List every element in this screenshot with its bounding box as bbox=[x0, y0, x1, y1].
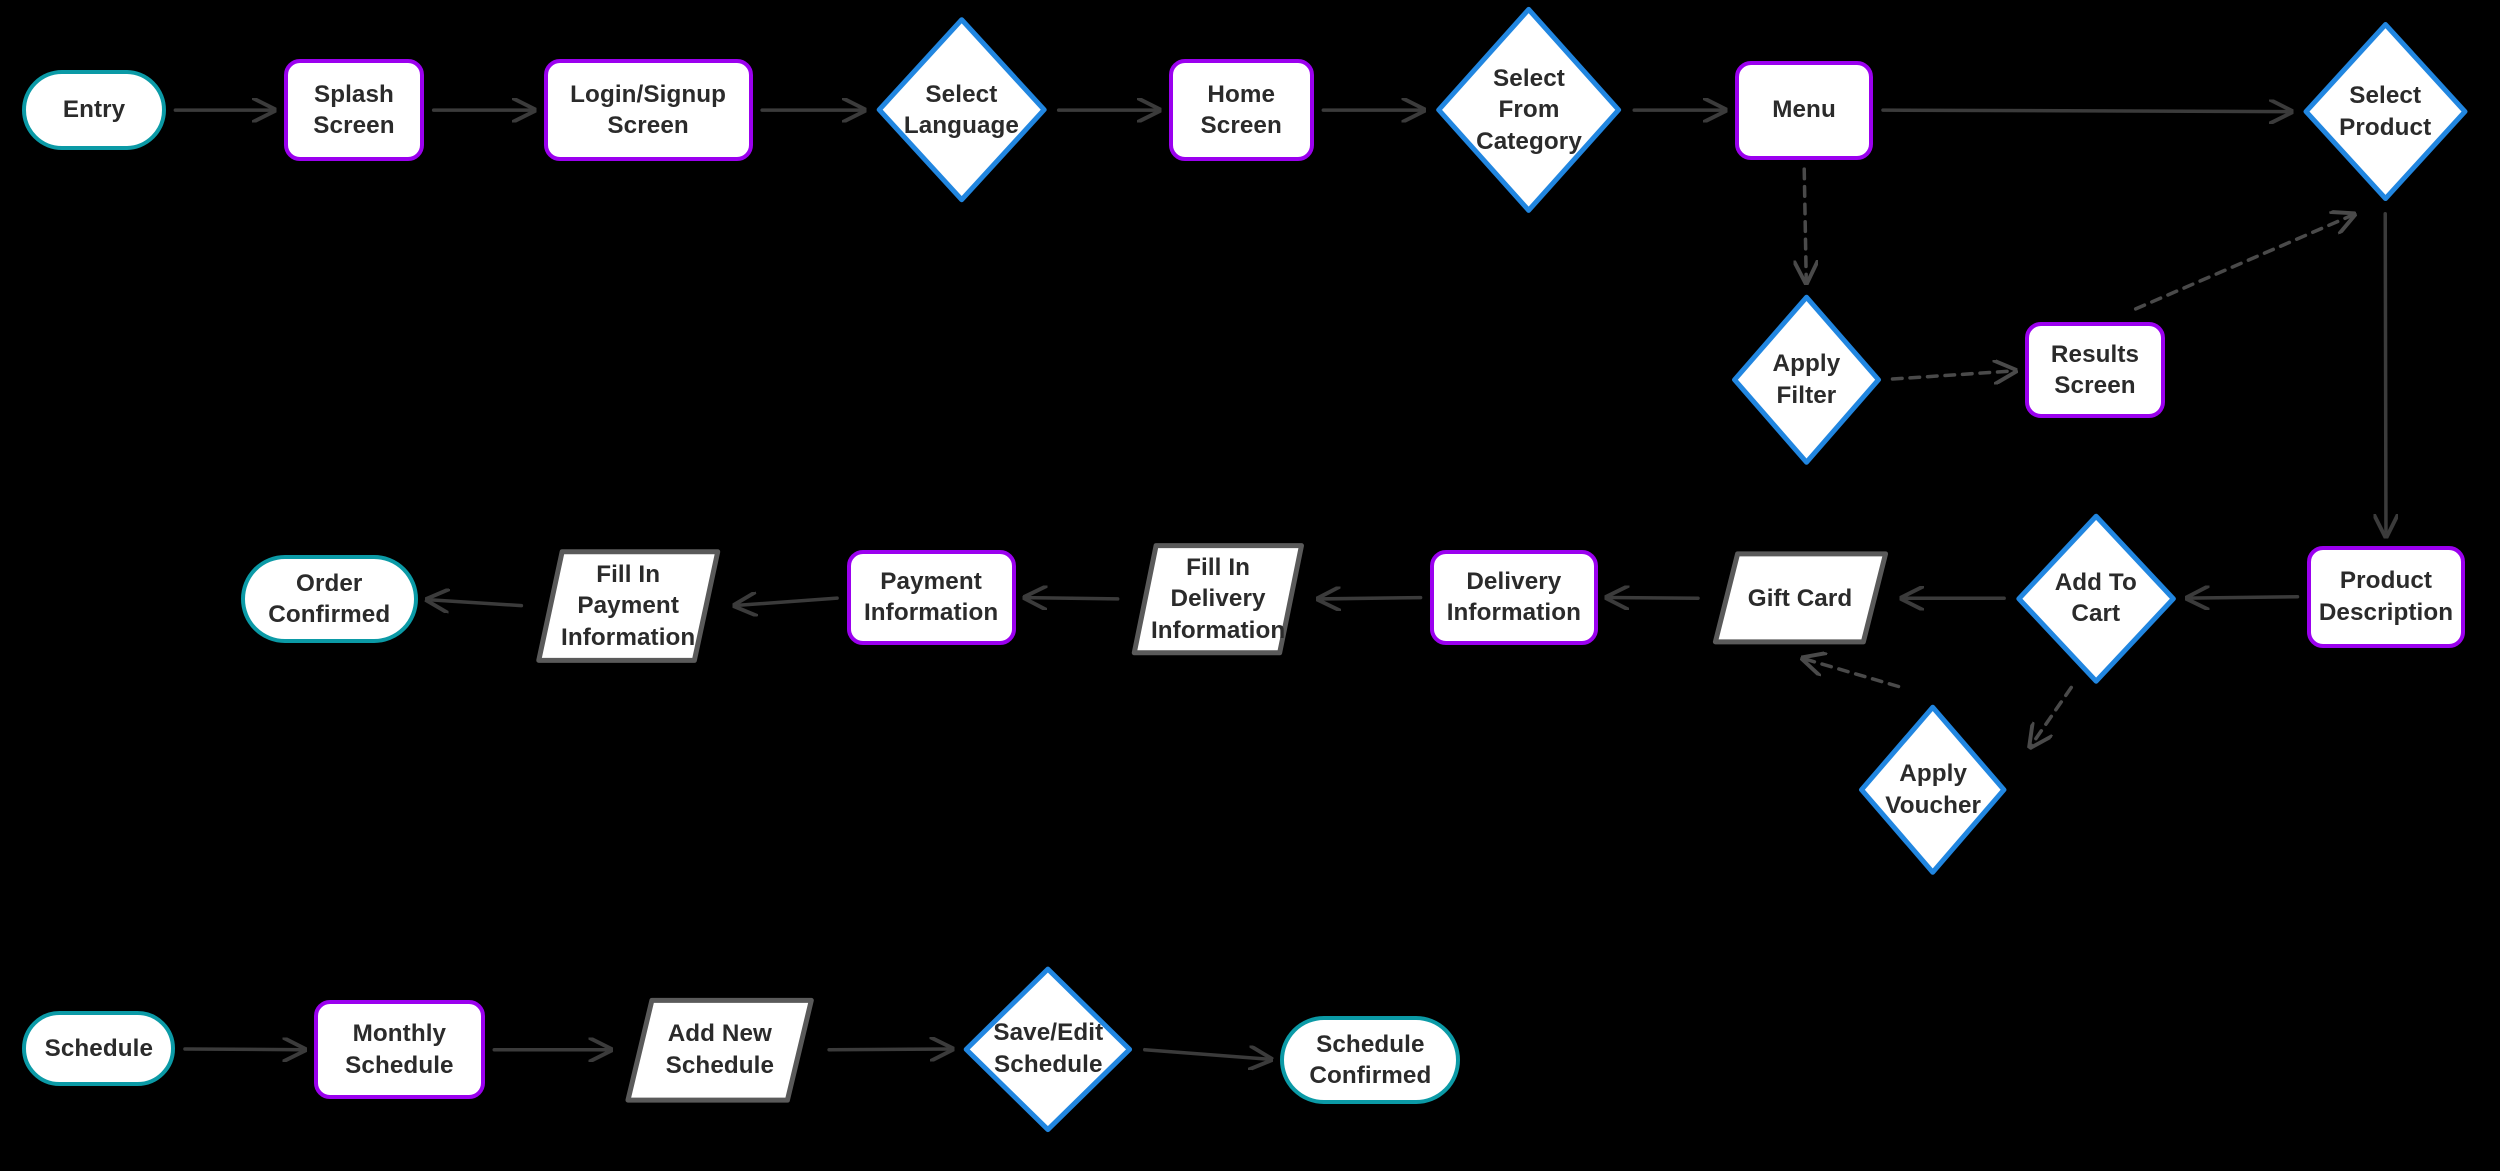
node-label-results-screen: Results Screen bbox=[2050, 340, 2140, 400]
edge-e-applyfilter-results bbox=[1890, 371, 2016, 379]
edge-e-delivery-filldelivery bbox=[1319, 598, 1423, 599]
edge-e-menu-selectproduct bbox=[1881, 110, 2291, 112]
node-menu[interactable]: Menu bbox=[1734, 60, 1874, 160]
node-label-payment-info: Payment Information bbox=[863, 567, 999, 627]
edge-e-schedule-monthly bbox=[183, 1049, 305, 1050]
node-fill-payment[interactable]: Fill In Payment Information bbox=[531, 547, 726, 665]
node-shape-diamond bbox=[1857, 702, 2008, 877]
edge-e-payment-fillpayment bbox=[735, 598, 839, 605]
node-select-product[interactable]: Select Product bbox=[2301, 19, 2470, 204]
node-label-login-signup: Login/Signup Screen bbox=[570, 80, 727, 140]
node-label-fill-payment: Fill In Payment Information bbox=[561, 560, 696, 651]
edge-e-fillpayment-order bbox=[427, 600, 524, 606]
node-label-product-desc: Product Description bbox=[2318, 567, 2454, 626]
node-payment-info[interactable]: Payment Information bbox=[846, 550, 1016, 645]
node-add-new-schedule[interactable]: Add New Schedule bbox=[620, 996, 819, 1104]
node-product-desc[interactable]: Product Description bbox=[2307, 545, 2465, 648]
node-monthly-schedule[interactable]: Monthly Schedule bbox=[314, 1000, 485, 1100]
node-label-select-product: Select Product bbox=[2339, 82, 2432, 141]
node-shape-diamond bbox=[1433, 3, 1624, 217]
edge-e-giftcard-delivery bbox=[1607, 598, 1700, 599]
node-apply-voucher[interactable]: Apply Voucher bbox=[1857, 702, 2008, 877]
node-shape-parallelogram bbox=[620, 996, 819, 1104]
node-shape-parallelogram bbox=[531, 547, 726, 665]
edge-e-filldelivery-payment bbox=[1025, 598, 1120, 599]
edge-e-applyvoucher-giftcard bbox=[1803, 658, 1901, 689]
node-label-add-new-schedule: Add New Schedule bbox=[665, 1020, 775, 1079]
node-shape-diamond bbox=[961, 964, 1135, 1135]
edge-e-addnew-saveedit bbox=[827, 1049, 952, 1050]
edge-e-addtocart-applyvoucher bbox=[2030, 685, 2074, 746]
edge-e-menu-applyfilter bbox=[1804, 167, 1806, 282]
node-label-schedule-confirm: Schedule Confirmed bbox=[1309, 1030, 1432, 1090]
node-label-menu: Menu bbox=[1772, 96, 1836, 124]
node-label-add-to-cart: Add To Cart bbox=[2054, 568, 2137, 628]
node-label-apply-filter: Apply Filter bbox=[1772, 350, 1841, 409]
node-shape-diamond bbox=[1730, 292, 1883, 467]
node-label-apply-voucher: Apply Voucher bbox=[1885, 760, 1982, 819]
node-schedule[interactable]: Schedule bbox=[22, 1011, 176, 1087]
node-label-schedule: Schedule bbox=[44, 1035, 154, 1063]
edge-e-results-selectproduct bbox=[2133, 214, 2354, 311]
node-shape-parallelogram bbox=[1127, 541, 1309, 657]
node-delivery-info[interactable]: Delivery Information bbox=[1430, 550, 1598, 645]
edge-e-productdesc-addtocart bbox=[2187, 597, 2300, 598]
node-schedule-confirm[interactable]: Schedule Confirmed bbox=[1280, 1016, 1461, 1104]
node-label-entry: Entry bbox=[62, 96, 126, 124]
node-apply-filter[interactable]: Apply Filter bbox=[1730, 292, 1883, 467]
node-gift-card[interactable]: Gift Card bbox=[1708, 550, 1893, 646]
node-shape-diamond bbox=[874, 14, 1049, 205]
node-shape-diamond bbox=[2301, 19, 2470, 204]
node-login-signup[interactable]: Login/Signup Screen bbox=[543, 59, 753, 162]
node-label-delivery-info: Delivery Information bbox=[1446, 567, 1581, 627]
node-label-order-confirmed: Order Confirmed bbox=[268, 569, 391, 629]
node-label-fill-delivery: Fill In Delivery Information bbox=[1150, 553, 1286, 644]
node-label-gift-card: Gift Card bbox=[1747, 584, 1853, 612]
node-home-screen[interactable]: Home Screen bbox=[1168, 59, 1314, 162]
edge-e-saveedit-confirm bbox=[1142, 1050, 1271, 1060]
node-order-confirmed[interactable]: Order Confirmed bbox=[240, 555, 418, 643]
node-label-splash: Splash Screen bbox=[313, 80, 395, 140]
node-add-to-cart[interactable]: Add To Cart bbox=[2014, 511, 2178, 686]
node-save-edit[interactable]: Save/Edit Schedule bbox=[961, 964, 1135, 1135]
node-results-screen[interactable]: Results Screen bbox=[2024, 322, 2166, 418]
node-shape-diamond bbox=[2014, 511, 2178, 686]
node-select-category[interactable]: Select From Category bbox=[1433, 3, 1624, 217]
node-label-home-screen: Home Screen bbox=[1200, 80, 1282, 140]
node-entry[interactable]: Entry bbox=[22, 70, 166, 150]
node-label-select-language: Select Language bbox=[903, 80, 1019, 140]
node-select-language[interactable]: Select Language bbox=[874, 14, 1049, 205]
node-shape-parallelogram bbox=[1708, 550, 1893, 646]
edge-e-selectproduct-productdesc bbox=[2385, 212, 2386, 536]
node-splash[interactable]: Splash Screen bbox=[283, 59, 425, 162]
node-label-select-category: Select From Category bbox=[1476, 64, 1582, 155]
node-label-save-edit: Save/Edit Schedule bbox=[993, 1019, 1104, 1078]
node-label-monthly-schedule: Monthly Schedule bbox=[345, 1020, 454, 1079]
node-fill-delivery[interactable]: Fill In Delivery Information bbox=[1127, 541, 1309, 657]
